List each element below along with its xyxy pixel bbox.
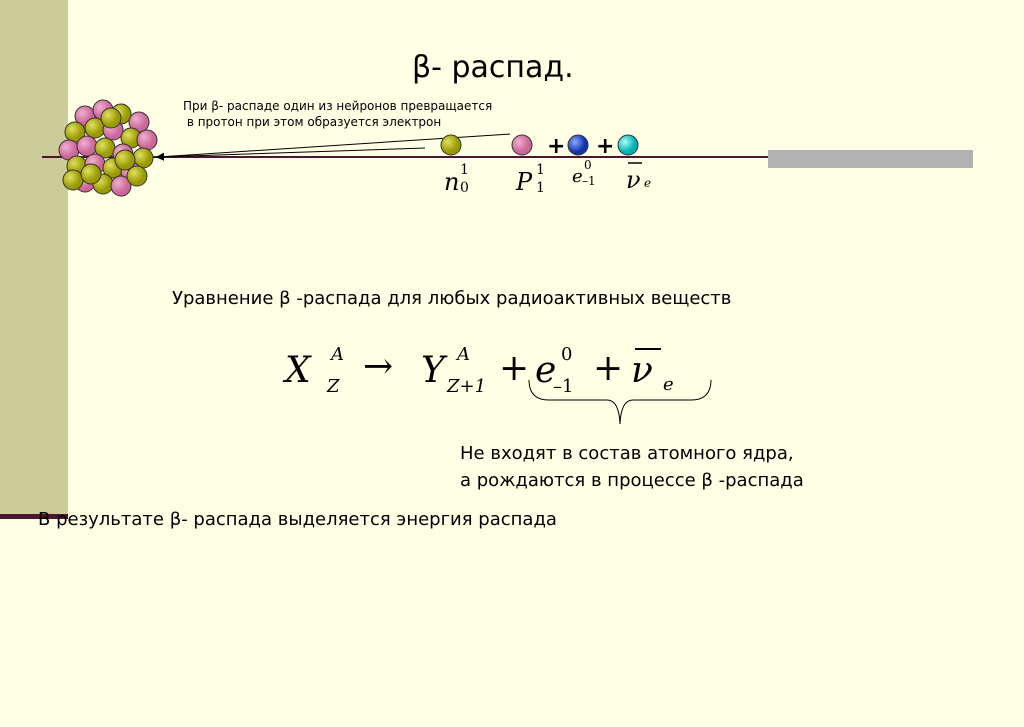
nucleus-neutron (80, 163, 102, 185)
brace-note: Не входят в состав атомного ядра, а рожд… (460, 443, 804, 491)
antineutrino-ball (617, 134, 639, 156)
antineutrino-symbol: ν e (626, 166, 652, 194)
proton-ball (511, 134, 533, 156)
arrow-to-nucleus-1 (156, 147, 426, 161)
slide-title: β- распад. (412, 50, 574, 85)
conclusion-text: В результате β- распада выделяется энерг… (38, 509, 557, 530)
decay-equation: X A Z → Y A Z+1 + e 0 –1 + ν e (285, 344, 674, 397)
decay-caption: При β- распаде один из нейронов превраща… (183, 99, 493, 129)
sidebar-band (0, 0, 68, 517)
electron-ball (567, 134, 589, 156)
nucleus-illustration (58, 99, 158, 197)
nucleus-neutron (114, 149, 136, 171)
electron-symbol: e 0 –1 (572, 158, 596, 188)
nucleus-neutron (126, 165, 148, 187)
grouping-brace (528, 379, 712, 425)
horizontal-rule (42, 156, 972, 158)
proton-symbol: P 1 1 (516, 162, 545, 196)
equation-intro: Уравнение β -распада для любых радиоакти… (172, 288, 732, 309)
neutron-symbol: n 1 0 (444, 162, 469, 196)
gray-bar (768, 150, 973, 168)
neutron-ball (440, 134, 462, 156)
equation-antineutrino-bar (635, 348, 661, 350)
nucleus-neutron (100, 107, 122, 129)
nucleus-proton (110, 175, 132, 197)
plus-sign-1: + (547, 134, 565, 159)
left-rule (0, 514, 68, 519)
plus-sign-2: + (596, 134, 614, 159)
